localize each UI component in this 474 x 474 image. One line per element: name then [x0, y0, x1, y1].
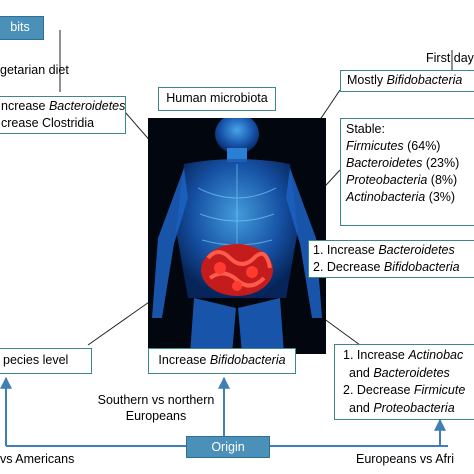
- bottom-right-line-4: and Proteobacteria: [343, 400, 474, 418]
- first-day-label: First day: [426, 51, 474, 65]
- stable-row-2-name: Bacteroidetes: [346, 156, 423, 170]
- bottom-right-line-1: 1. Increase Actinobac: [343, 347, 474, 365]
- mostly-prefix: Mostly: [347, 73, 387, 87]
- mostly-italic: Bifidobacteria: [386, 73, 463, 87]
- intestines-icon: [201, 244, 273, 296]
- increase-bifido-prefix: Increase: [158, 353, 210, 367]
- right-middle-2-prefix: 2. Decrease: [313, 260, 384, 274]
- origin-label: Origin: [211, 440, 245, 454]
- left-effect-1-italic: Bacteroidetes: [48, 99, 126, 113]
- bottom-right-1-prefix: 1. Increase: [343, 348, 409, 362]
- stable-row-3-name: Proteobacteria: [346, 173, 428, 187]
- stable-row-1-pct: (64%): [403, 139, 441, 153]
- right-middle-2-italic: Bifidobacteria: [383, 260, 460, 274]
- increase-bifido-box: Increase Bifidobacteria: [148, 348, 296, 374]
- stable-row-4-pct: (3%): [425, 190, 456, 204]
- species-level-label: pecies level: [3, 353, 69, 367]
- right-middle-line-2: 2. Decrease Bifidobacteria: [313, 259, 474, 276]
- southern-label: Southern vs northern Europeans: [96, 392, 216, 424]
- stable-row-2: Bacteroidetes (23%): [346, 155, 474, 172]
- left-effect-1: ncrease Bacteroidetes: [1, 98, 125, 115]
- bottom-right-line-2: and Bacteroidetes: [343, 365, 474, 383]
- southern-label-line-1: Southern vs northern: [97, 393, 215, 407]
- left-effects-box: ncrease Bacteroidetes crease Clostridia: [0, 96, 126, 134]
- stable-title: Stable:: [346, 122, 385, 136]
- right-middle-1-italic: Bacteroidetes: [378, 243, 455, 257]
- left-effect-1-prefix: ncrease: [1, 99, 49, 113]
- bottom-right-box: 1. Increase Actinobac and Bacteroidetes …: [334, 344, 474, 420]
- bottom-right-3-italic: Firmicute: [413, 383, 466, 397]
- top-left-tab: bits: [0, 16, 44, 40]
- bottom-right-2-italic: Bacteroidetes: [373, 365, 450, 380]
- stable-row-2-pct: (23%): [422, 156, 460, 170]
- mostly-bifido-box: Mostly Bifidobacteria: [340, 70, 474, 92]
- stable-box: Stable: Firmicutes (64%) Bacteroidetes (…: [340, 118, 474, 226]
- right-middle-1-prefix: 1. Increase: [313, 243, 379, 257]
- right-middle-box: 1. Increase Bacteroidetes 2. Decrease Bi…: [308, 240, 474, 278]
- origin-box: Origin: [186, 436, 270, 458]
- stable-row-4-name: Actinobacteria: [346, 190, 426, 204]
- stable-row-1-name: Firmicutes: [346, 139, 404, 153]
- left-effect-2-prefix: crease Clostridia: [1, 116, 95, 130]
- species-level-box: pecies level: [0, 348, 92, 374]
- human-microbiota-label: Human microbiota: [166, 91, 268, 105]
- stable-row-1: Firmicutes (64%): [346, 138, 474, 155]
- stable-row-4: Actinobacteria (3%): [346, 189, 474, 206]
- left-effect-2: crease Clostridia: [1, 115, 125, 132]
- stable-row-3-pct: (8%): [427, 173, 458, 187]
- human-microbiota-box: Human microbiota: [158, 87, 276, 111]
- increase-bifido-italic: Bifidobacteria: [209, 353, 286, 367]
- bottom-right-3-prefix: 2. Decrease: [343, 383, 414, 397]
- bottom-right-4-prefix: and: [349, 400, 374, 415]
- bottom-right-1-italic: Actinobac: [408, 348, 464, 362]
- top-left-tab-label: bits: [10, 20, 30, 34]
- bottom-right-line-3: 2. Decrease Firmicute: [343, 382, 474, 400]
- southern-label-line-2: Europeans: [125, 409, 187, 423]
- right-middle-line-1: 1. Increase Bacteroidetes: [313, 242, 474, 259]
- bottom-right-4-italic: Proteobacteria: [373, 400, 455, 415]
- stable-row-3: Proteobacteria (8%): [346, 172, 474, 189]
- human-body-image: [148, 118, 326, 354]
- right-bottom-label: Europeans vs Afri: [356, 452, 454, 466]
- bottom-right-2-prefix: and: [349, 365, 374, 380]
- vegetarian-label: getarian diet: [0, 63, 69, 77]
- left-bottom-label: vs Americans: [0, 452, 75, 466]
